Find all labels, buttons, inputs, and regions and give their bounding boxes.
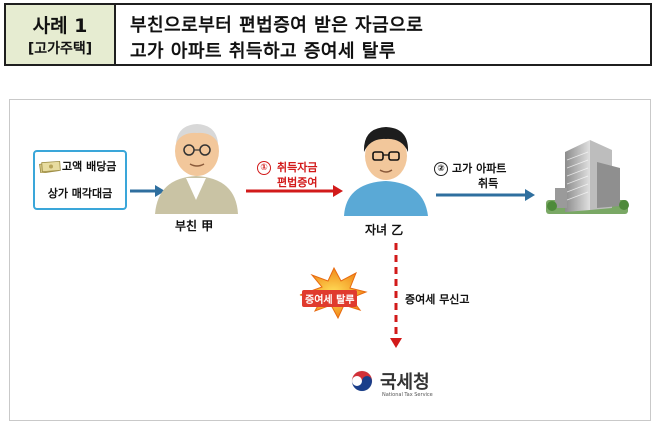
arrow-unreported-gift — [390, 243, 402, 348]
diagram-frame — [9, 99, 651, 421]
arrow-assets-to-father — [130, 185, 165, 197]
elderly-man-icon — [155, 124, 238, 214]
step2-line2: 취득 — [478, 177, 499, 190]
case-tag: [고가주택] — [27, 41, 93, 57]
unreported-label: 증여세 무신고 — [405, 293, 470, 306]
arrow-step2-purchase — [436, 189, 535, 201]
step2-number: ② — [434, 162, 448, 176]
money-bills-icon — [39, 160, 61, 173]
young-man-icon — [344, 127, 428, 216]
case-header: 사례 1 [고가주택] 부친으로부터 편법증여 받은 자금으로 고가 아파트 취… — [4, 3, 652, 66]
assets-box: 고액 배당금 상가 매각대금 — [33, 150, 127, 210]
step2-line1: 고가 아파트 — [452, 162, 507, 175]
asset-sale-proceeds-label: 상가 매각대금 — [47, 187, 113, 200]
apartment-building-icon — [546, 140, 629, 214]
step1-line1: 취득자금 — [277, 161, 318, 174]
nts-subtitle: National Tax Service — [382, 392, 433, 398]
step1-line2: 편법증여 — [277, 176, 318, 189]
headline-line-2: 고가 아파트 취득하고 증여세 탈루 — [130, 41, 396, 62]
headline-line-1: 부친으로부터 편법증여 받은 자금으로 — [130, 15, 424, 36]
step1-number: ① — [257, 161, 271, 175]
child-label: 자녀 乙 — [365, 223, 404, 237]
case-title: 사례 1 — [32, 15, 88, 37]
father-label: 부친 甲 — [175, 219, 214, 233]
asset-dividend-label: 고액 배당금 — [62, 160, 117, 173]
case-label-box: 사례 1 [고가주택] — [6, 5, 116, 64]
arrow-step1-gift — [246, 185, 343, 197]
nts-name: 국세청 — [380, 372, 430, 393]
nts-logo-icon — [351, 370, 373, 392]
evasion-label: 증여세 탈루 — [302, 290, 358, 307]
